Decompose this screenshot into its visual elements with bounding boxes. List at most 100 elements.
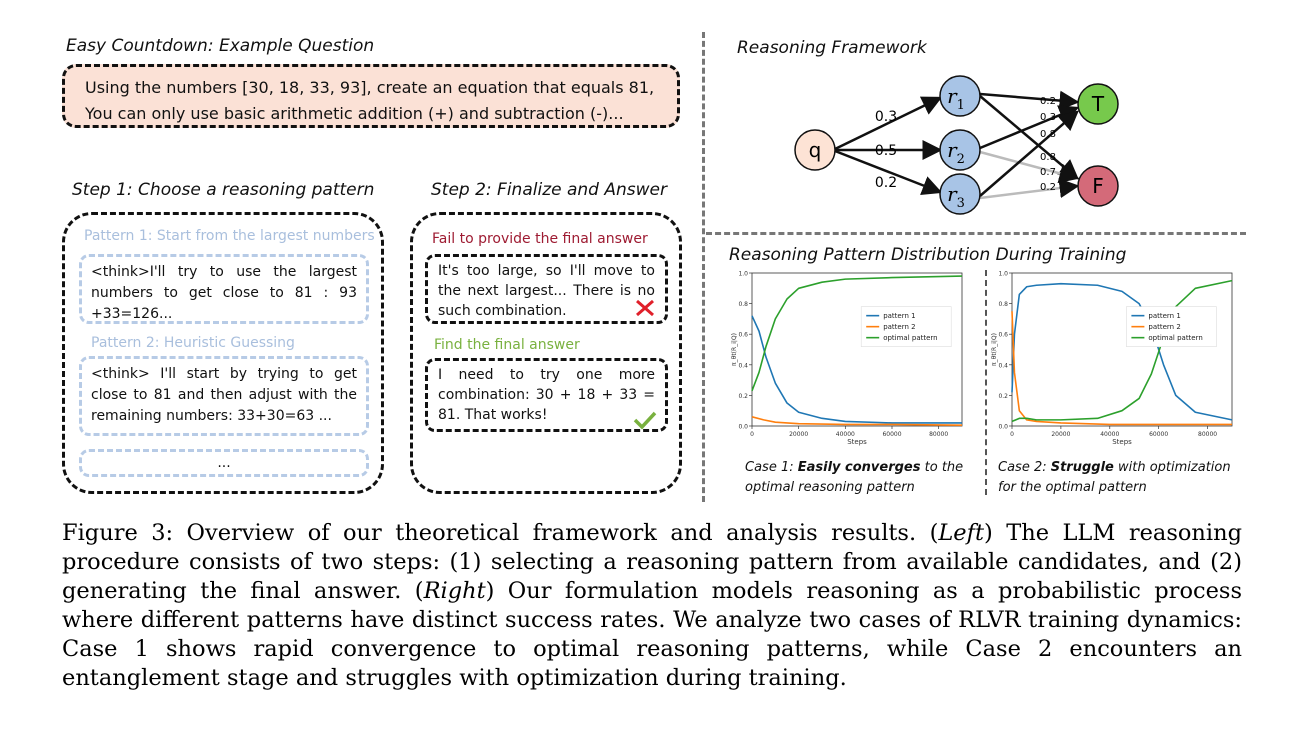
edge-label-r6: 0.2 — [1040, 182, 1056, 193]
edge-r3-T — [979, 110, 1079, 197]
node-r3-sub: 3 — [957, 196, 965, 211]
case1-caption: Case 1: Easily converges to the optimal … — [745, 458, 975, 498]
framework-title: Reasoning Framework — [737, 38, 927, 58]
node-T — [1077, 83, 1119, 125]
y-tick-label: 0.4 — [998, 362, 1008, 369]
fail-label: Fail to provide the final answer — [432, 231, 648, 247]
step1-box — [62, 212, 384, 494]
success-box: I need to try one more combination: 30 +… — [425, 358, 668, 432]
node-q — [794, 129, 836, 171]
pattern1-label: Pattern 1: Start from the largest number… — [84, 228, 375, 244]
step2-box — [410, 212, 682, 494]
y-tick-label: 0.8 — [998, 301, 1008, 308]
series-line-2 — [1011, 311, 1232, 426]
case2-cap-c: for the optimal pattern — [998, 480, 1147, 495]
edge-label-q1: 0.3 — [875, 109, 897, 125]
y-tick-label: 0.6 — [738, 332, 748, 339]
x-tick-label: 80000 — [929, 431, 948, 438]
svg-text:r2: r2 — [947, 138, 965, 167]
case2-cap-a: Case 2: — [998, 460, 1051, 475]
edge-label-r1: 0.2 — [1040, 96, 1056, 107]
edge-label-r4: 0.8 — [1040, 152, 1056, 163]
figure-caption: Figure 3: Overview of our theoretical fr… — [62, 519, 1242, 693]
horizontal-divider — [706, 232, 1246, 235]
series-line-1 — [1011, 282, 1233, 421]
framework-diagram: 0.3 0.5 0.2 0.2 0.3 0.8 0.8 0.7 0.2 q r1… — [794, 75, 1119, 215]
series-line-2 — [751, 416, 963, 427]
vertical-divider — [702, 32, 705, 502]
node-r2 — [939, 129, 981, 171]
question-title: Easy Countdown: Example Question — [66, 36, 375, 56]
x-tick-label: 60000 — [1149, 431, 1168, 438]
x-tick-label: 20000 — [789, 431, 808, 438]
node-r1-sub: 1 — [957, 98, 965, 113]
edge-q-r3 — [834, 149, 943, 195]
node-r3 — [939, 173, 981, 215]
node-r2-sub: 2 — [957, 152, 965, 167]
series-line-1 — [751, 315, 962, 424]
svg-text:r1: r1 — [947, 84, 965, 113]
x-tick-label: 0 — [1010, 431, 1014, 438]
edge-r1-T — [979, 90, 1080, 111]
pattern2-box: <think> I'll start by trying to get clos… — [79, 356, 369, 436]
edge-label-q2: 0.5 — [875, 143, 897, 159]
question-line-1: Using the numbers [30, 18, 33, 93], crea… — [85, 78, 655, 97]
success-label: Find the final answer — [434, 337, 580, 353]
node-T-label: T — [1091, 92, 1105, 116]
caption-label: Figure 3: — [62, 520, 174, 546]
legend-label-3: optimal pattern — [1148, 334, 1202, 342]
x-tick-label: 0 — [750, 431, 754, 438]
edge-q-r1 — [834, 96, 943, 151]
case2-cap-b: with optimization — [1113, 460, 1231, 475]
legend-label-1: pattern 1 — [1148, 312, 1180, 320]
edge-label-r2: 0.3 — [1040, 112, 1056, 123]
edge-label-r5: 0.7 — [1040, 167, 1056, 178]
caption-p2: ) The LLM reasoning procedure consists o… — [62, 520, 1242, 604]
legend-label-2: pattern 2 — [883, 323, 915, 331]
x-tick-label: 60000 — [882, 431, 901, 438]
edge-r2-F — [979, 150, 1080, 184]
x-tick-label: 40000 — [836, 431, 855, 438]
y-tick-label: 1.0 — [998, 271, 1008, 278]
y-tick-label: 1.0 — [738, 271, 748, 278]
question-box: Using the numbers [30, 18, 33, 93], crea… — [62, 64, 680, 128]
y-tick-label: 0.2 — [998, 393, 1008, 400]
caption-right: Right — [423, 578, 486, 604]
step2-title: Step 2: Finalize and Answer — [431, 180, 667, 200]
caption-p1: Overview of our theoretical framework an… — [173, 520, 939, 546]
case1-cap-a: Case 1: — [745, 460, 798, 475]
pattern-more: ... — [217, 455, 231, 471]
edge-r3-F — [979, 178, 1080, 200]
series-line-3 — [751, 275, 963, 392]
legend-label-1: pattern 1 — [883, 312, 915, 320]
node-F — [1077, 165, 1119, 207]
distribution-title: Reasoning Pattern Distribution During Tr… — [729, 245, 1127, 265]
svg-text:r3: r3 — [947, 182, 965, 211]
node-r3-label: r — [947, 182, 958, 206]
pattern1-box: <think>I'll try to use the largest numbe… — [79, 254, 369, 324]
pattern2-label: Pattern 2: Heuristic Guessing — [91, 335, 295, 351]
legend-label-2: pattern 2 — [1148, 323, 1180, 331]
caption-p3: ) Our formulation models reasoning as a … — [62, 578, 1242, 691]
case1-cap-bold: Easily converges — [797, 460, 921, 475]
plot-frame — [1011, 272, 1233, 427]
x-tick-label: 40000 — [1100, 431, 1119, 438]
success-text: I need to try one more combination: 30 +… — [438, 367, 655, 423]
chart-divider — [985, 270, 987, 495]
y-tick-label: 0.0 — [738, 424, 748, 431]
check-icon — [633, 411, 657, 430]
node-r2-label: r — [947, 138, 958, 162]
x-axis-label: Steps — [1112, 438, 1132, 446]
cross-icon — [636, 299, 654, 317]
legend-label-3: optimal pattern — [883, 334, 937, 342]
y-tick-label: 0.2 — [738, 393, 748, 400]
case2-caption: Case 2: Struggle with optimization for t… — [998, 458, 1243, 498]
plot-frame — [751, 272, 963, 427]
case1-cap-c: optimal reasoning pattern — [745, 480, 915, 495]
question-line-2: You can only use basic arithmetic additi… — [85, 104, 624, 123]
step1-title: Step 1: Choose a reasoning pattern — [72, 180, 375, 200]
node-r1-label: r — [947, 84, 958, 108]
edge-r2-T — [979, 105, 1080, 150]
